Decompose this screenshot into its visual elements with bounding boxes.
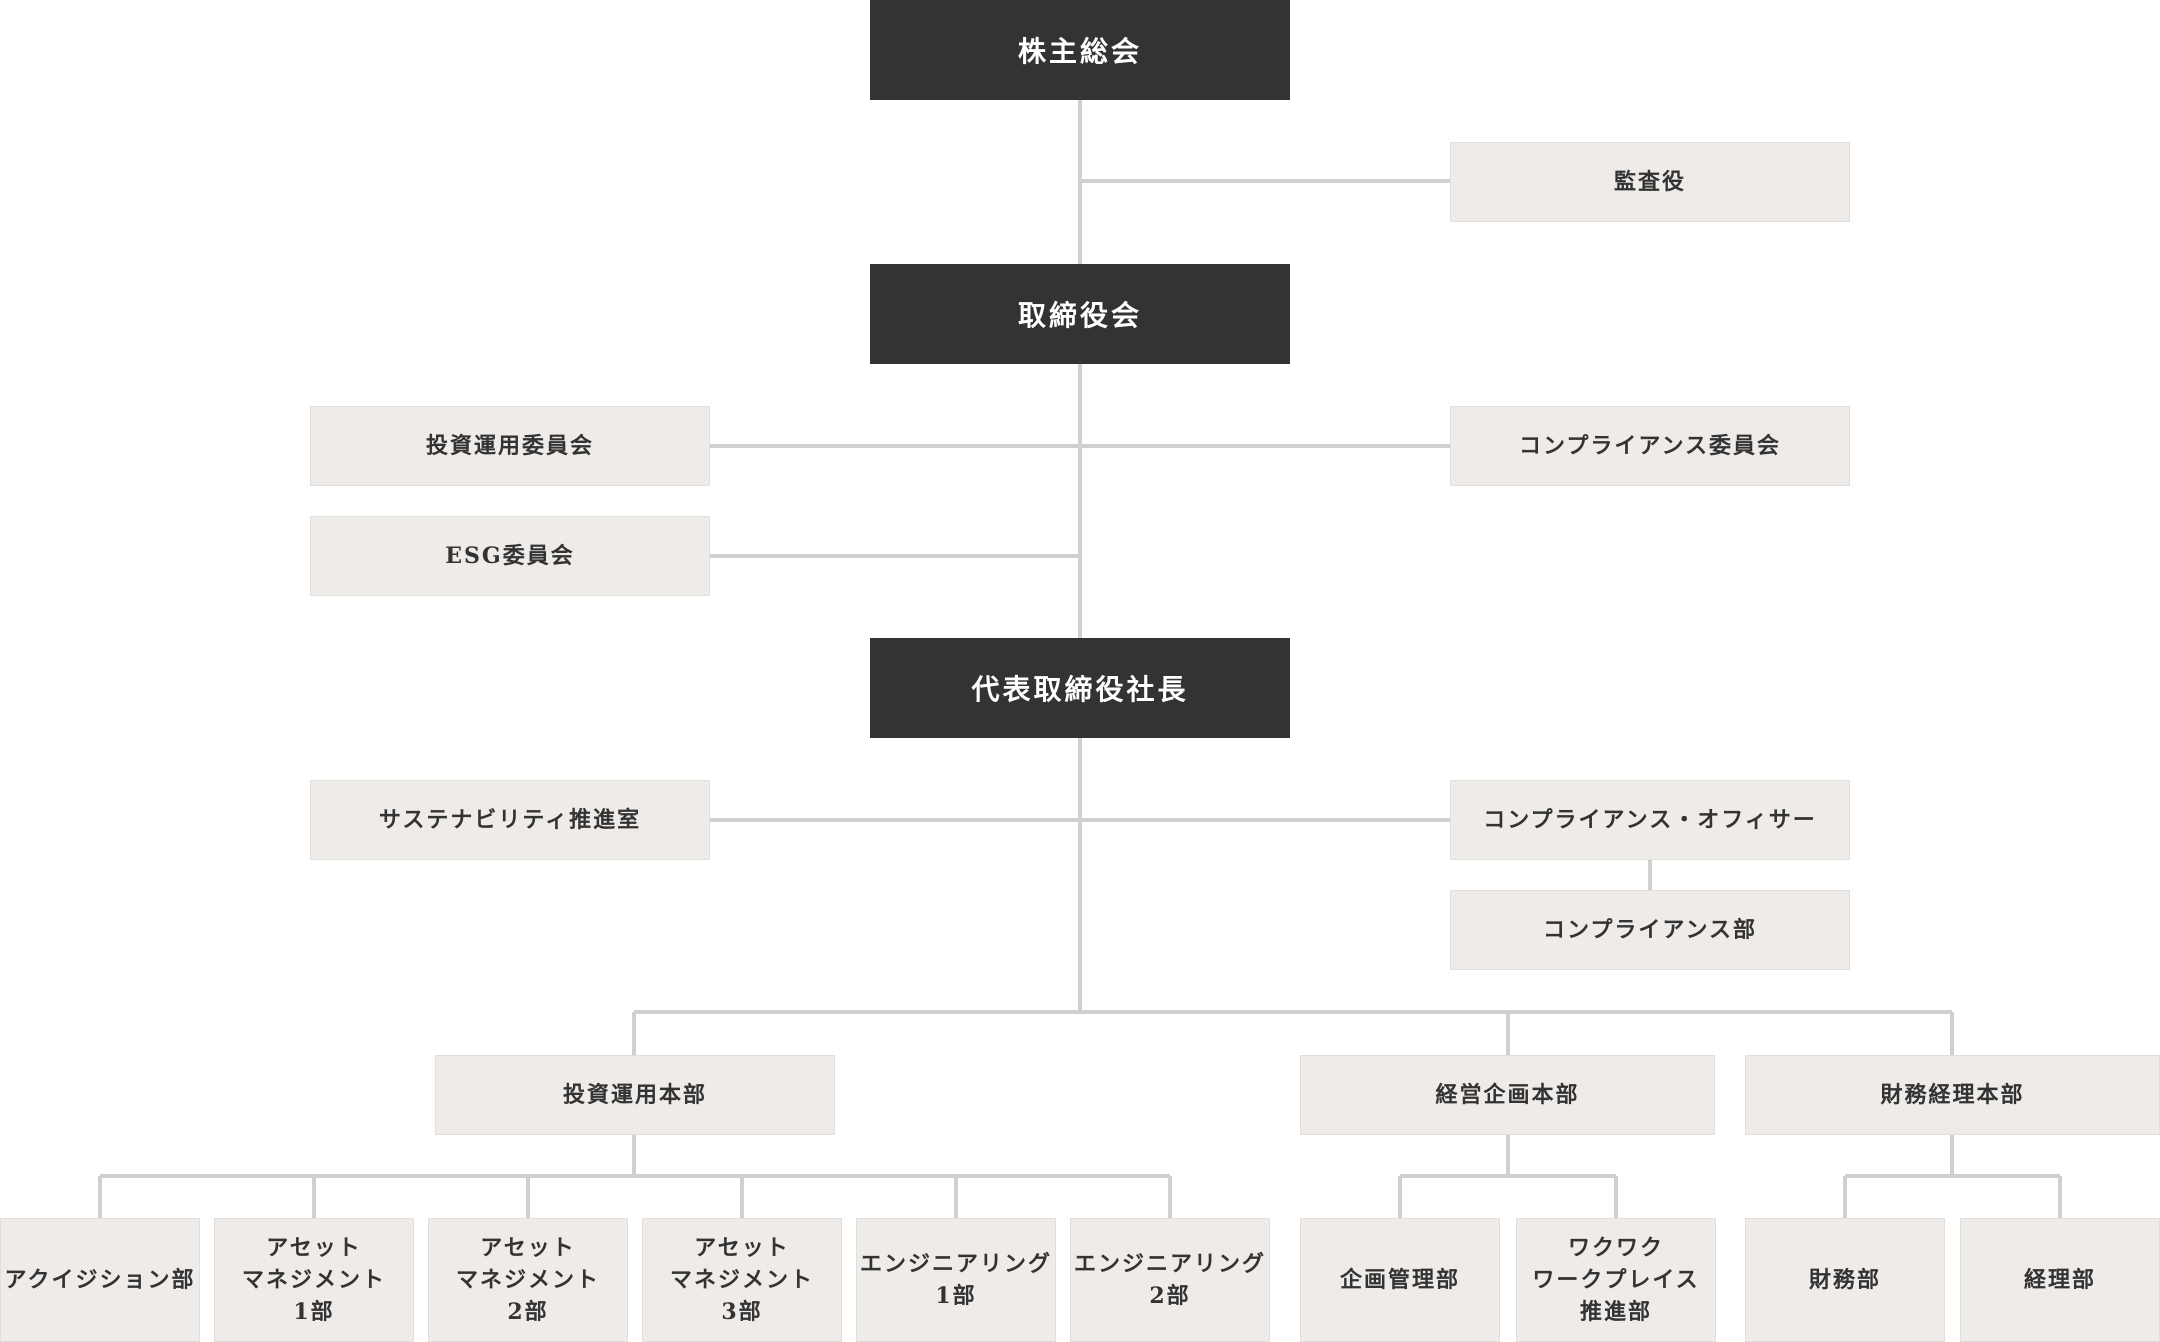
asset-management-1-box: アセット マネジメント 1部	[214, 1218, 414, 1342]
asset-management-3-box: アセット マネジメント 3部	[642, 1218, 842, 1342]
sustainability-office-box: サステナビリティ推進室	[310, 780, 710, 860]
president-box: 代表取締役社長	[870, 638, 1290, 738]
finance-accounting-division-box: 財務経理本部	[1745, 1055, 2160, 1135]
finance-dept-box: 財務部	[1745, 1218, 1945, 1342]
esg-committee-box: ESG委員会	[310, 516, 710, 596]
engineering-1-box: エンジニアリング 1部	[856, 1218, 1056, 1342]
planning-management-dept-box: 企画管理部	[1300, 1218, 1500, 1342]
investment-division-box: 投資運用本部	[435, 1055, 835, 1135]
auditor-box: 監査役	[1450, 142, 1850, 222]
workplace-promotion-dept-box: ワクワク ワークプレイス 推進部	[1516, 1218, 1716, 1342]
compliance-dept-box: コンプライアンス部	[1450, 890, 1850, 970]
asset-management-2-box: アセット マネジメント 2部	[428, 1218, 628, 1342]
compliance-officer-box: コンプライアンス・オフィサー	[1450, 780, 1850, 860]
acquisition-dept-box: アクイジション部	[0, 1218, 200, 1342]
board-of-directors-box: 取締役会	[870, 264, 1290, 364]
compliance-committee-box: コンプライアンス委員会	[1450, 406, 1850, 486]
accounting-dept-box: 経理部	[1960, 1218, 2160, 1342]
investment-committee-box: 投資運用委員会	[310, 406, 710, 486]
engineering-2-box: エンジニアリング 2部	[1070, 1218, 1270, 1342]
shareholders-meeting-box: 株主総会	[870, 0, 1290, 100]
corporate-planning-division-box: 経営企画本部	[1300, 1055, 1715, 1135]
